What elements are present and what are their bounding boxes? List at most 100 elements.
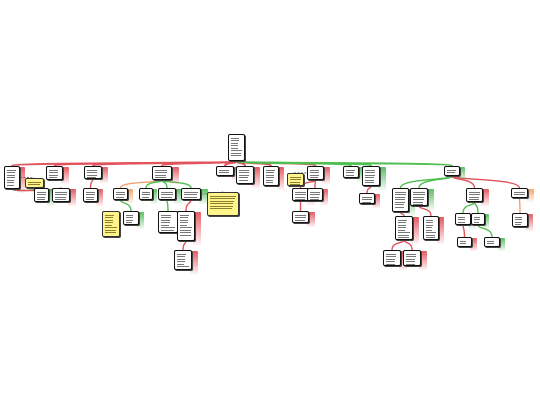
topic-node[interactable] bbox=[236, 166, 254, 184]
note-box[interactable] bbox=[207, 192, 239, 216]
text-line bbox=[55, 196, 67, 198]
text-line bbox=[231, 145, 238, 146]
topic-node[interactable] bbox=[52, 188, 70, 202]
topic-node[interactable] bbox=[511, 188, 528, 198]
topic-node[interactable] bbox=[292, 211, 309, 223]
topic-node[interactable] bbox=[395, 216, 413, 240]
text-line bbox=[310, 177, 319, 178]
topic-node[interactable] bbox=[343, 166, 359, 178]
text-line bbox=[460, 245, 466, 246]
branch-shade-red bbox=[419, 251, 427, 270]
note-box[interactable] bbox=[25, 178, 44, 188]
text-line bbox=[7, 169, 16, 171]
connector-red bbox=[399, 211, 405, 217]
topic-node[interactable] bbox=[4, 166, 20, 189]
text-line bbox=[180, 229, 192, 231]
topic-node[interactable] bbox=[471, 213, 485, 225]
text-line bbox=[231, 140, 239, 141]
branch-shade-red bbox=[100, 167, 108, 183]
topic-node[interactable] bbox=[410, 188, 428, 206]
topic-node[interactable] bbox=[123, 211, 139, 225]
text-line bbox=[239, 179, 248, 181]
text-line bbox=[142, 191, 150, 193]
connector-red bbox=[451, 175, 521, 189]
topic-node[interactable] bbox=[158, 211, 178, 233]
text-line bbox=[458, 219, 465, 220]
text-line bbox=[155, 174, 167, 176]
topic-node[interactable] bbox=[457, 237, 472, 247]
text-line bbox=[266, 182, 274, 183]
text-line bbox=[426, 224, 433, 226]
topic-node[interactable] bbox=[455, 213, 471, 225]
branch-shade-green bbox=[498, 238, 505, 251]
text-line bbox=[386, 258, 396, 260]
topic-node[interactable] bbox=[466, 188, 483, 202]
text-line bbox=[266, 172, 275, 173]
topic-node[interactable] bbox=[263, 166, 279, 186]
branch-shade-orange bbox=[526, 189, 534, 202]
text-line bbox=[395, 204, 405, 205]
text-line bbox=[177, 261, 185, 262]
text-line bbox=[161, 196, 173, 198]
topic-node[interactable] bbox=[359, 193, 375, 204]
topic-node[interactable] bbox=[383, 250, 401, 266]
topic-node[interactable] bbox=[307, 188, 323, 201]
note-box[interactable] bbox=[102, 211, 120, 237]
text-line bbox=[180, 222, 188, 223]
text-line bbox=[266, 169, 275, 171]
topic-node[interactable] bbox=[512, 213, 528, 227]
topic-node[interactable] bbox=[216, 166, 234, 176]
branch-shade-red bbox=[321, 189, 328, 205]
text-line bbox=[346, 174, 354, 176]
branch-shade-red bbox=[68, 189, 76, 206]
topic-node[interactable] bbox=[113, 188, 128, 200]
text-line bbox=[398, 234, 410, 236]
topic-node[interactable] bbox=[403, 250, 421, 266]
text-line bbox=[210, 195, 236, 197]
topic-node[interactable] bbox=[362, 166, 380, 186]
topic-node[interactable] bbox=[181, 188, 201, 200]
topic-node[interactable] bbox=[158, 188, 176, 200]
topic-node[interactable] bbox=[84, 166, 102, 179]
topic-node[interactable] bbox=[139, 188, 153, 200]
text-line bbox=[105, 227, 117, 228]
text-line bbox=[487, 245, 494, 246]
text-line bbox=[406, 261, 416, 262]
text-line bbox=[266, 179, 274, 181]
text-line bbox=[398, 227, 406, 228]
text-line bbox=[177, 266, 189, 267]
text-line bbox=[395, 199, 405, 200]
text-line bbox=[295, 191, 306, 193]
text-line bbox=[105, 217, 114, 218]
topic-node[interactable] bbox=[177, 211, 195, 241]
topic-node[interactable] bbox=[46, 166, 63, 180]
text-line bbox=[426, 237, 436, 238]
text-line bbox=[447, 172, 456, 173]
text-line bbox=[310, 172, 320, 173]
text-line bbox=[86, 194, 95, 195]
topic-node[interactable] bbox=[484, 237, 500, 247]
connector-green bbox=[473, 201, 479, 214]
connector-orange bbox=[119, 179, 163, 189]
text-line bbox=[365, 179, 374, 181]
topic-node[interactable] bbox=[83, 188, 98, 202]
topic-node[interactable] bbox=[152, 166, 172, 180]
text-line bbox=[515, 216, 523, 218]
text-line bbox=[7, 172, 16, 173]
text-line bbox=[210, 203, 234, 204]
text-line bbox=[177, 256, 186, 257]
text-line bbox=[386, 256, 396, 257]
topic-node[interactable] bbox=[392, 188, 409, 212]
topic-node[interactable] bbox=[174, 250, 192, 270]
topic-node[interactable] bbox=[423, 216, 439, 240]
root-node[interactable] bbox=[228, 134, 245, 161]
topic-node[interactable] bbox=[307, 166, 324, 180]
text-line bbox=[469, 191, 480, 193]
text-line bbox=[177, 258, 185, 260]
topic-node[interactable] bbox=[444, 166, 460, 176]
topic-node[interactable] bbox=[292, 188, 309, 201]
text-line bbox=[386, 261, 396, 262]
note-box[interactable] bbox=[287, 173, 304, 186]
topic-node[interactable] bbox=[34, 188, 49, 202]
connector-green bbox=[166, 199, 169, 212]
